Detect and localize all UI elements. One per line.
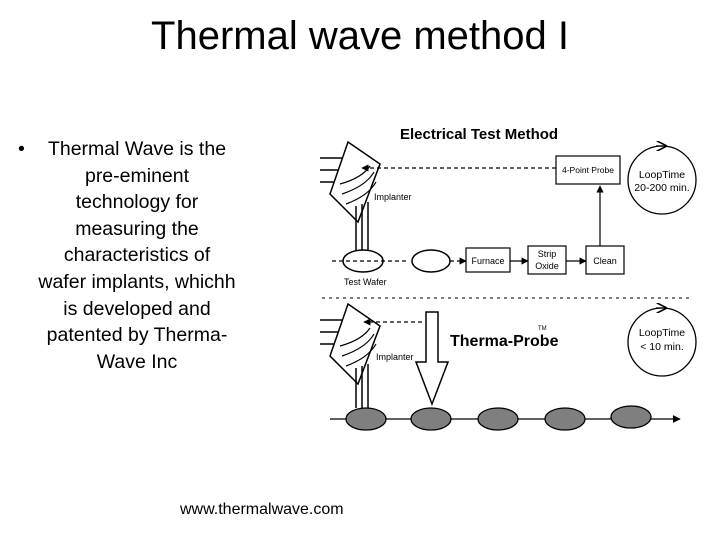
therma-probe-section: Implanter Therma-Probe TM LoopTime < 10 … [320, 302, 697, 431]
processed-wafers [345, 405, 652, 431]
trademark: TM [538, 326, 547, 332]
loop-time-top-line1: LoopTime [639, 169, 685, 181]
clean-box [585, 245, 625, 275]
wafer-5 [610, 405, 652, 429]
wafer-1 [345, 407, 387, 431]
footer-url: www.thermalwave.com [180, 501, 344, 518]
therma-probe-arrow [414, 311, 450, 407]
loop-time-top-line2: 20-200 min. [634, 182, 689, 194]
four-point-probe-box [555, 155, 621, 185]
implanter-label-bottom: Implanter [376, 352, 414, 362]
implanter-icon [329, 140, 381, 224]
electrical-test-section: Electrical Test Method Implanter Test Wa… [320, 126, 697, 287]
slide-title: Thermal wave method I [151, 14, 569, 58]
test-wafer-label: Test Wafer [344, 277, 387, 287]
four-point-probe-label: 4-Point Probe [562, 165, 614, 175]
bullet-text: Thermal Wave is the pre-eminent technolo… [38, 138, 236, 373]
bullet-marker: • [18, 138, 25, 160]
clean-label: Clean [593, 256, 617, 266]
wafer-3 [477, 407, 519, 431]
loop-time-bottom-line1: LoopTime [639, 327, 685, 339]
process-diagram: Electrical Test Method Implanter Test Wa… [320, 126, 697, 431]
bullet-point: • Thermal Wave is the pre-eminent techno… [8, 136, 236, 375]
furnace-label: Furnace [471, 256, 504, 266]
electrical-test-heading: Electrical Test Method [400, 126, 558, 143]
furnace-box [465, 247, 511, 273]
wafer-transit [411, 249, 451, 273]
implanter-icon-bottom [329, 302, 381, 386]
strip-oxide-label-1: Strip [538, 249, 557, 259]
strip-oxide-box [527, 245, 567, 275]
wafer-4 [544, 407, 586, 431]
therma-probe-heading: Therma-Probe [450, 333, 559, 350]
loop-time-bottom-line2: < 10 min. [640, 341, 683, 353]
strip-oxide-label-2: Oxide [535, 261, 559, 271]
implanter-label: Implanter [374, 192, 412, 202]
wafer-2 [410, 407, 452, 431]
